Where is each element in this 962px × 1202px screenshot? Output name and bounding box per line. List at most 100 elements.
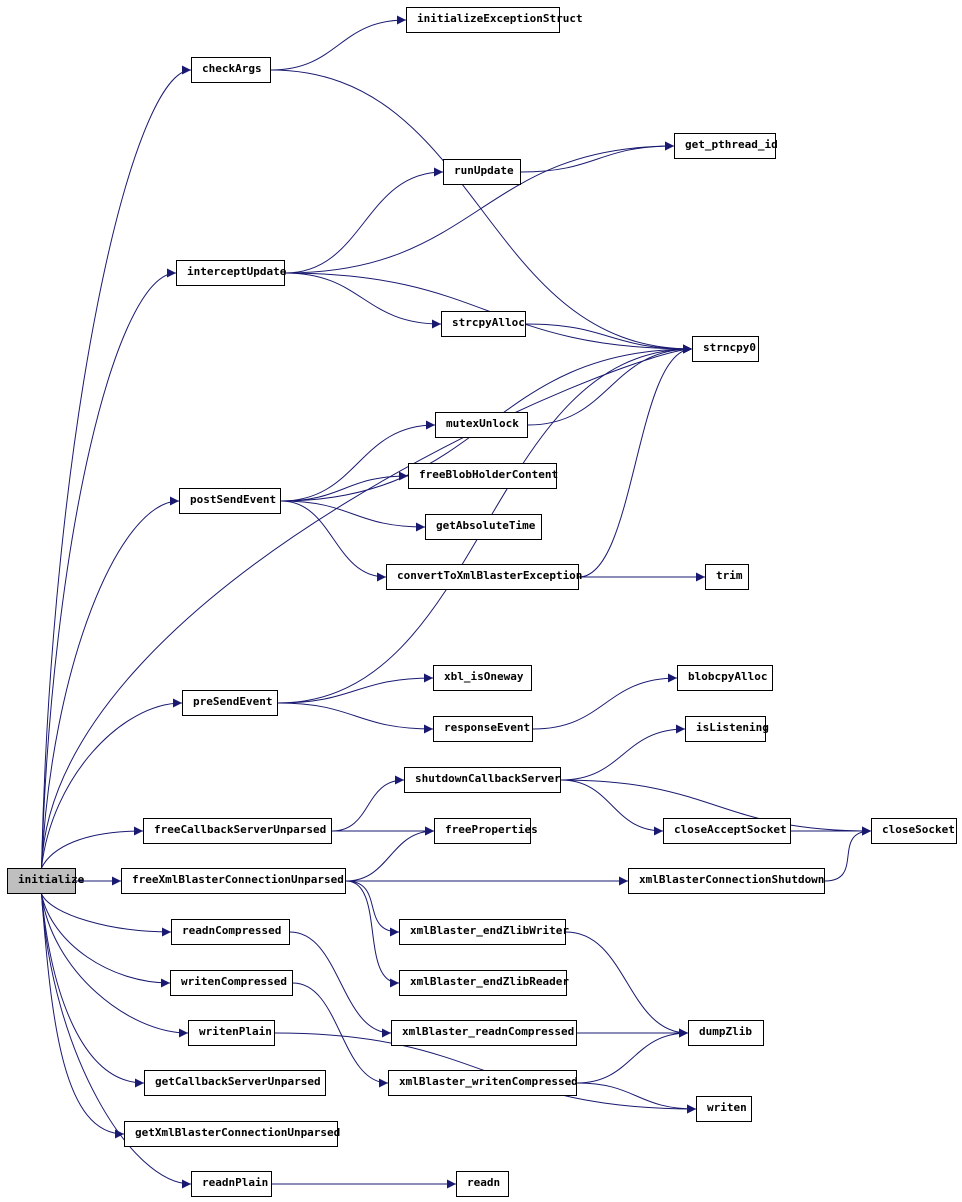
- node-writenPlain[interactable]: writenPlain: [188, 1020, 275, 1046]
- node-label: xmlBlaster_endZlibWriter: [410, 924, 569, 937]
- node-xmlBlaster_readnCompressed[interactable]: xmlBlaster_readnCompressed: [391, 1020, 577, 1046]
- edge-freeXmlBlasterConnectionUnparsed-to-xmlBlaster_endZlibReader: [345, 880, 400, 988]
- node-isListening[interactable]: isListening: [685, 716, 769, 742]
- node-freeBlobHolderContent[interactable]: freeBlobHolderContent: [408, 463, 559, 489]
- node-writenCompressed[interactable]: writenCompressed: [170, 970, 293, 996]
- node-preSendEvent[interactable]: preSendEvent: [182, 690, 278, 716]
- edge-xmlBlaster_writenCompressed-to-writen: [576, 1082, 697, 1114]
- node-label: isListening: [696, 721, 769, 734]
- node-label: getXmlBlasterConnectionUnparsed: [135, 1126, 341, 1139]
- node-label: interceptUpdate: [187, 265, 287, 278]
- node-label: getAbsoluteTime: [436, 519, 536, 532]
- node-initialize[interactable]: initialize: [7, 868, 84, 894]
- node-label: writen: [707, 1101, 747, 1114]
- node-label: readn: [467, 1176, 501, 1189]
- edge-checkArgs-to-strncpy0: [270, 69, 693, 354]
- node-checkArgs[interactable]: checkArgs: [191, 57, 271, 83]
- node-responseEvent[interactable]: responseEvent: [433, 716, 533, 742]
- node-label: shutdownCallbackServer: [415, 772, 561, 785]
- edge-initialize-to-freeCallbackServerUnparsed: [41, 826, 144, 869]
- node-label: xbl_isOneway: [444, 670, 524, 683]
- node-label: freeXmlBlasterConnectionUnparsed: [132, 873, 344, 886]
- node-label: initialize: [18, 873, 85, 886]
- edge-strcpyAlloc-to-strncpy0: [525, 323, 693, 354]
- edge-freeXmlBlasterConnectionUnparsed-to-xmlBlaster_endZlibWriter: [345, 880, 400, 937]
- node-label: xmlBlaster_writenCompressed: [399, 1075, 578, 1088]
- edge-postSendEvent-to-convertToXmlBlasterException: [280, 500, 387, 582]
- edge-mutexUnlock-to-strncpy0: [527, 344, 693, 426]
- edge-postSendEvent-to-freeBlobHolderContent: [280, 471, 409, 502]
- node-getCallbackServerUnparsed[interactable]: getCallbackServerUnparsed: [144, 1070, 326, 1096]
- node-writen[interactable]: writen: [696, 1096, 752, 1122]
- node-shutdownCallbackServer[interactable]: shutdownCallbackServer: [404, 767, 561, 793]
- edge-initialize-to-writenPlain: [41, 893, 189, 1038]
- edge-initialize-to-readnCompressed: [41, 893, 172, 937]
- edge-initialize-to-checkArgs: [41, 65, 192, 869]
- node-freeProperties[interactable]: freeProperties: [434, 818, 538, 844]
- node-getAbsoluteTime[interactable]: getAbsoluteTime: [425, 514, 542, 540]
- node-label: strcpyAlloc: [452, 316, 525, 329]
- edge-initialize-to-interceptUpdate: [41, 268, 177, 869]
- node-label: readnPlain: [202, 1176, 269, 1189]
- edge-writenCompressed-to-xmlBlaster_writenCompressed: [292, 982, 389, 1088]
- node-label: preSendEvent: [193, 695, 273, 708]
- node-readnPlain[interactable]: readnPlain: [191, 1171, 272, 1197]
- node-label: closeSocket: [882, 823, 955, 836]
- node-runUpdate[interactable]: runUpdate: [443, 159, 521, 185]
- edge-interceptUpdate-to-strcpyAlloc: [284, 272, 442, 329]
- edge-xmlBlaster_writenCompressed-to-dumpZlib: [576, 1028, 689, 1084]
- node-blobcpyAlloc[interactable]: blobcpyAlloc: [677, 665, 773, 691]
- node-strcpyAlloc[interactable]: strcpyAlloc: [441, 311, 526, 337]
- edge-preSendEvent-to-responseEvent: [277, 702, 434, 734]
- node-xmlBlaster_endZlibWriter[interactable]: xmlBlaster_endZlibWriter: [399, 919, 569, 945]
- edge-interceptUpdate-to-get_pthread_id: [284, 141, 675, 274]
- edge-initialize-to-postSendEvent: [41, 496, 180, 869]
- edge-initialize-to-preSendEvent: [41, 698, 183, 869]
- node-closeAcceptSocket[interactable]: closeAcceptSocket: [663, 818, 791, 844]
- node-closeSocket[interactable]: closeSocket: [871, 818, 957, 844]
- node-convertToXmlBlasterException[interactable]: convertToXmlBlasterException: [386, 564, 583, 590]
- node-label: freeCallbackServerUnparsed: [154, 823, 327, 836]
- edge-initialize-to-getXmlBlasterConnectionUnparsed: [41, 893, 125, 1139]
- node-postSendEvent[interactable]: postSendEvent: [179, 488, 281, 514]
- node-freeXmlBlasterConnectionUnparsed[interactable]: freeXmlBlasterConnectionUnparsed: [121, 868, 346, 894]
- node-label: strncpy0: [703, 341, 756, 354]
- node-label: closeAcceptSocket: [674, 823, 787, 836]
- node-label: responseEvent: [444, 721, 531, 734]
- edge-runUpdate-to-get_pthread_id: [520, 141, 675, 173]
- node-dumpZlib[interactable]: dumpZlib: [688, 1020, 764, 1046]
- edge-checkArgs-to-initializeExceptionStruct: [270, 15, 407, 71]
- node-label: mutexUnlock: [446, 417, 519, 430]
- node-label: xmlBlasterConnectionShutdown: [639, 873, 825, 886]
- node-xmlBlasterConnectionShutdown[interactable]: xmlBlasterConnectionShutdown: [628, 868, 825, 894]
- edge-shutdownCallbackServer-to-isListening: [560, 724, 686, 781]
- node-mutexUnlock[interactable]: mutexUnlock: [435, 412, 528, 438]
- node-label: freeBlobHolderContent: [419, 468, 559, 481]
- node-get_pthread_id[interactable]: get_pthread_id: [674, 133, 778, 159]
- node-freeCallbackServerUnparsed[interactable]: freeCallbackServerUnparsed: [143, 818, 332, 844]
- node-xmlBlaster_endZlibReader[interactable]: xmlBlaster_endZlibReader: [399, 970, 569, 996]
- node-label: get_pthread_id: [685, 138, 778, 151]
- edge-freeXmlBlasterConnectionUnparsed-to-freeProperties: [345, 826, 435, 882]
- node-readnCompressed[interactable]: readnCompressed: [171, 919, 290, 945]
- node-initializeExceptionStruct[interactable]: initializeExceptionStruct: [406, 7, 583, 33]
- node-label: checkArgs: [202, 62, 262, 75]
- edge-initialize-to-readnPlain: [41, 893, 192, 1189]
- edge-xmlBlasterConnectionShutdown-to-closeSocket: [824, 826, 872, 882]
- edge-freeCallbackServerUnparsed-to-shutdownCallbackServer: [331, 775, 405, 832]
- node-xbl_isOneway[interactable]: xbl_isOneway: [433, 665, 532, 691]
- edge-responseEvent-to-blobcpyAlloc: [532, 673, 678, 730]
- node-interceptUpdate[interactable]: interceptUpdate: [176, 260, 287, 286]
- node-label: trim: [716, 569, 743, 582]
- edge-readnCompressed-to-xmlBlaster_readnCompressed: [289, 931, 392, 1038]
- node-label: convertToXmlBlasterException: [397, 569, 583, 582]
- edge-postSendEvent-to-getAbsoluteTime: [280, 500, 426, 532]
- edge-interceptUpdate-to-runUpdate: [284, 167, 444, 274]
- node-readn[interactable]: readn: [456, 1171, 509, 1197]
- node-label: getCallbackServerUnparsed: [155, 1075, 321, 1088]
- node-trim[interactable]: trim: [705, 564, 749, 590]
- node-getXmlBlasterConnectionUnparsed[interactable]: getXmlBlasterConnectionUnparsed: [124, 1121, 341, 1147]
- node-strncpy0[interactable]: strncpy0: [692, 336, 759, 362]
- node-xmlBlaster_writenCompressed[interactable]: xmlBlaster_writenCompressed: [388, 1070, 578, 1096]
- node-label: dumpZlib: [699, 1025, 752, 1038]
